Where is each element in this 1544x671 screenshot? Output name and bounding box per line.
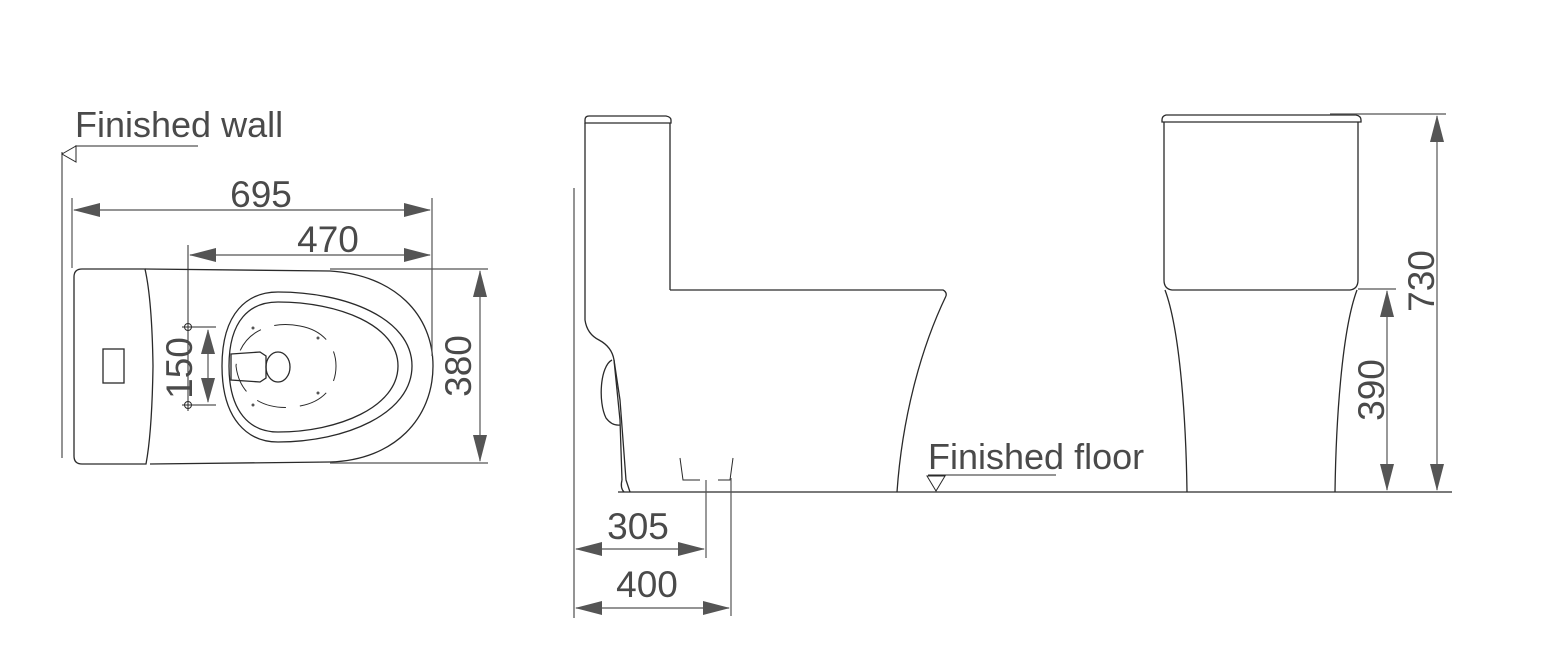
flush-button xyxy=(102,348,125,384)
side-tank-lid xyxy=(584,115,672,124)
front-base-right xyxy=(1334,289,1358,493)
finished-wall-marker xyxy=(60,145,77,163)
seat-outline xyxy=(221,291,413,443)
dim-arrow xyxy=(678,542,705,556)
front-view: 730 390 xyxy=(1161,113,1446,493)
dim-arrow xyxy=(1380,290,1394,317)
dim-label-470: 470 xyxy=(297,219,359,260)
dim-arrow xyxy=(703,601,730,615)
dim-arrow xyxy=(473,270,487,297)
side-seat-top xyxy=(670,289,947,297)
dim-label-400: 400 xyxy=(616,564,678,605)
side-bowl-front xyxy=(896,295,947,493)
dim-label-380: 380 xyxy=(438,335,479,397)
dim-arrow xyxy=(201,378,215,403)
side-rear-base xyxy=(613,359,631,493)
front-tank-body xyxy=(1163,122,1359,291)
dim-label-305: 305 xyxy=(607,506,669,547)
front-tank-lid xyxy=(1161,114,1362,123)
side-trap-bulge xyxy=(600,359,621,426)
finished-floor-label: Finished floor xyxy=(928,436,1144,477)
dim-arrow xyxy=(404,248,431,262)
dim-label-730: 730 xyxy=(1401,250,1442,312)
dim-arrow xyxy=(575,542,602,556)
dim-arrow xyxy=(73,203,100,217)
rim-dot xyxy=(251,403,255,407)
dim-label-695: 695 xyxy=(230,174,292,215)
dim-arrow xyxy=(201,329,215,354)
side-tank-body xyxy=(584,123,623,481)
finished-floor-marker xyxy=(926,475,946,492)
side-foot xyxy=(620,479,625,493)
rim-dot xyxy=(316,336,320,340)
tank-top-outline xyxy=(73,268,154,465)
side-drain xyxy=(679,457,734,481)
outlet-opening xyxy=(265,351,291,383)
side-view: 305 400 Finished floor xyxy=(573,115,1452,618)
front-base-left xyxy=(1164,289,1188,493)
dim-arrow xyxy=(1430,115,1444,142)
dim-arrow xyxy=(473,435,487,462)
dim-label-390: 390 xyxy=(1351,359,1392,421)
water-area-outline xyxy=(235,324,337,408)
dim-arrow xyxy=(404,203,431,217)
top-view: Finished wall 150 xyxy=(60,104,488,465)
bowl-outer-outline xyxy=(144,268,434,465)
bowl-rim-outline xyxy=(228,301,399,433)
dim-arrow xyxy=(575,601,602,615)
dim-label-150: 150 xyxy=(159,337,200,399)
rim-dot xyxy=(251,326,255,330)
dim-arrow xyxy=(189,248,216,262)
rim-dot xyxy=(316,391,320,395)
dim-arrow xyxy=(1430,464,1444,491)
trap-outline xyxy=(230,351,267,383)
finished-wall-label: Finished wall xyxy=(75,104,283,145)
dim-arrow xyxy=(1380,464,1394,491)
